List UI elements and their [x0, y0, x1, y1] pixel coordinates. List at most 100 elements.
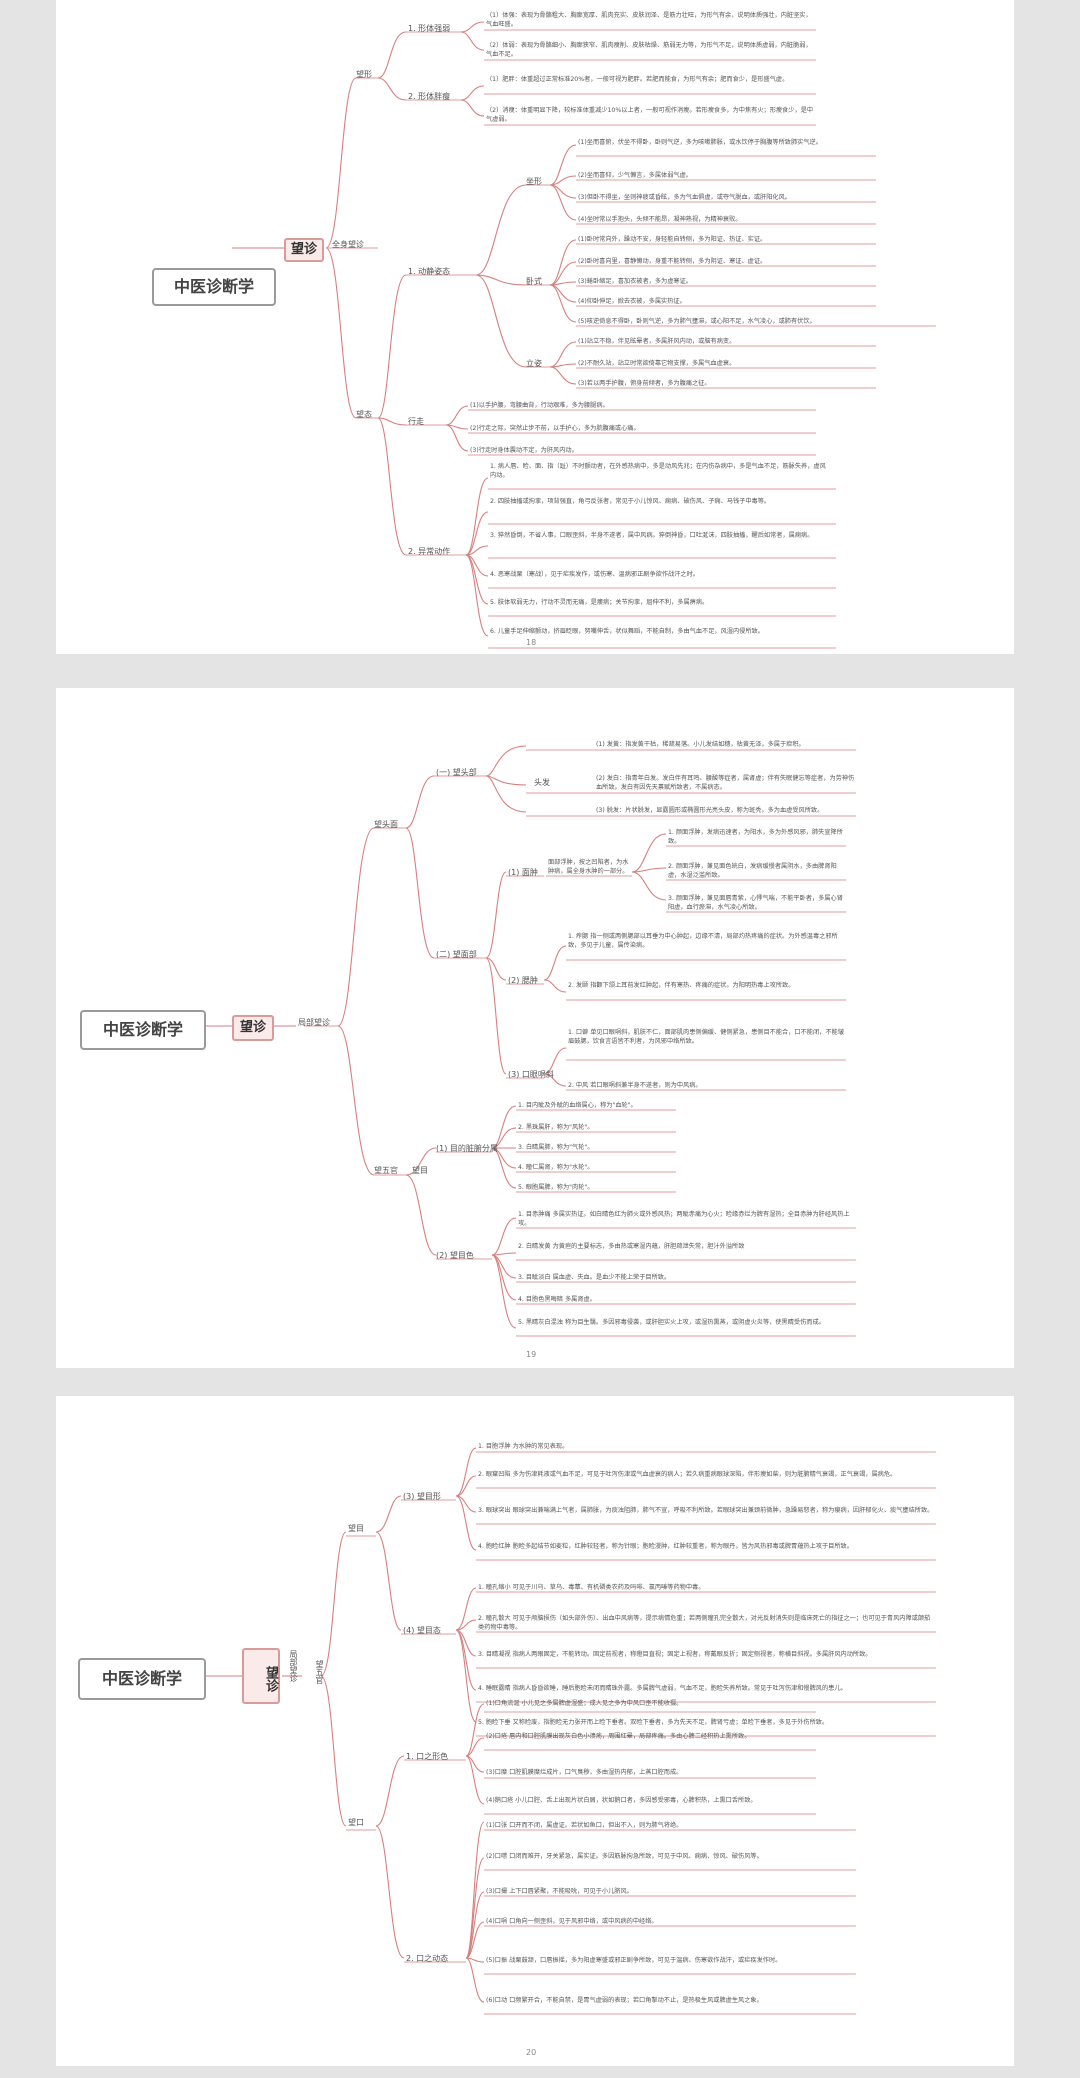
leaf-mb1: 1. 目内眦及外眦的血络属心，称为"血轮"。: [518, 1102, 637, 1109]
leaf-z2: (2)坐而喜仰，少气懒言，多属体弱气虚。: [578, 172, 692, 179]
leaf-kx1: (1)口角流涎 小儿见之多属脾虚湿盛；成人见之多为中风口歪不能收摄。: [486, 1700, 683, 1707]
leaf-ms3: 3. 目眦淡白 属血虚、失血。是血少不能上荣于目所致。: [518, 1274, 671, 1281]
node-mouth: 望口: [348, 1818, 364, 1827]
mindmap-root: 中医诊断学: [80, 1010, 206, 1050]
node-cheek-swelling: (2) 腮肿: [508, 976, 538, 985]
page-18: 中医诊断学 望诊 全身望诊 望形 1. 形体强弱 （1）体强：表现为骨骼粗大、胸…: [56, 0, 1014, 654]
leaf-l1: (1)站立不稳，伴见眩晕者，多属肝风内动，或脑有病变。: [578, 338, 736, 345]
leaf-w4: (4)仰卧伸足，掀去衣被，多属实热证。: [578, 298, 686, 305]
leaf-mb4: 4. 瞳仁属肾，称为"水轮"。: [518, 1164, 594, 1171]
node-eye-organ: (1) 目的脏腑分属: [436, 1144, 498, 1153]
page-number: 20: [526, 2048, 537, 2057]
leaf-ms1: 1. 目赤肿痛 多属实热证。如白睛色红为肺火或外感风热；两眦赤痛为心火；睑缘赤烂…: [518, 1211, 850, 1227]
node-eye: 望目: [348, 1524, 364, 1533]
leaf-kd2: (2)口噤 口闭而难开，牙关紧急，属实证。多因筋脉拘急所致，可见于中风、痫病、惊…: [486, 1853, 763, 1860]
node-xing-strength: 1. 形体强弱: [408, 24, 451, 33]
leaf-y1: 1. 病人唇、睑、面、指（趾）不时颤动者，在外感热病中，多是动风先兆；在内伤杂病…: [490, 463, 826, 479]
leaf-y6: 6. 儿童手足伸缩颤动，挤眉眨眼，努嘴伸舌，状似舞蹈，不能自制，多由气血不足，风…: [490, 628, 764, 635]
leaf-sz2: 2. 发颐 指颧下颌上耳前发红肿起，伴有寒热、疼痛的症状。为阳明热毒上攻所致。: [568, 982, 795, 989]
leaf-mt4: 4. 睡眠露睛 指病人昏昏欲睡，睡后胞睑未闭而睛珠外露。多属脾气虚弱，气血不足，…: [478, 1685, 847, 1692]
leaf-z3: (3)但卧不得坐，坐则神疲或昏眩，多为气血俱虚，或夺气脱血，或肝阳化风。: [578, 194, 791, 201]
leaf-y5: 5. 肢体软弱无力，行动不灵而无痛，是痿病；关节拘挛，屈伸不利，多属痹病。: [490, 599, 709, 606]
node-head-face: 望头面: [374, 820, 398, 829]
mindmap-root: 中医诊断学: [78, 1658, 206, 1700]
leaf-fat: （1）肥胖：体重超过正常标准20%者，一般可视为肥胖。若肥而能食，为形气有余；肥…: [486, 76, 789, 83]
node-wang-tai: 望态: [356, 410, 372, 419]
leaf-x2: (2)行走之际，突然止步不前，以手护心，多为脘腹痛或心痛。: [470, 425, 640, 432]
node-standing: 立姿: [526, 359, 542, 368]
leaf-l3: (3)若以两手护腹，俯身前倾者，多为腹痛之征。: [578, 380, 711, 387]
leaf-w5: (5)咳逆倚息不得卧，卧则气逆，多为肺气壅滞，或心阳不足，水气凌心，或肺有伏饮。: [578, 318, 816, 325]
leaf-l2: (2)不耐久站，站立时常欲倚靠它物支撑，多属气血虚衰。: [578, 360, 736, 367]
mindmap-lines-p3: [206, 1447, 936, 2015]
leaf-kd1: (1)口张 口开而不闭，属虚证。若状如鱼口，但出不入，则为肺气将绝。: [486, 1822, 683, 1829]
node-head: (一) 望头部: [436, 768, 477, 777]
node-abnormal: 2. 异常动作: [408, 547, 451, 556]
node-mouth-motion: 2. 口之动态: [406, 1954, 449, 1963]
mindmap-root: 中医诊断学: [152, 268, 276, 306]
leaf-kyw1: 1. 口僻 单见口眼㖞斜，肌肤不仁，面部肌肉患侧偏缓、健侧紧急，患侧目不能合，口…: [568, 1029, 844, 1045]
leaf-mz-desc: 面部浮肿，按之凹陷者，为水肿病，属全身水肿的一部分。: [548, 859, 629, 875]
leaf-kx3: (3)口糜 口腔肌膜糜烂成片，口气臭秽，多由湿热内郁，上蒸口腔而成。: [486, 1769, 683, 1776]
leaf-kx4: (4)鹅口疮 小儿口腔、舌上出现片状白屑，状如鹅口者，多因感受邪毒，心脾积热，上…: [486, 1797, 757, 1804]
page-number: 19: [526, 1350, 537, 1359]
leaf-y4: 4. 恶寒战栗（寒战），见于疟疾发作，或伤寒、温病邪正剧争欲作战汗之时。: [490, 571, 699, 578]
leaf-ms2: 2. 白睛发黄 为黄疸的主要标志，多由热或寒湿内蕴，肝胆疏泄失常，胆汁外溢所致: [518, 1243, 745, 1250]
leaf-ms5: 5. 黑睛灰白混浊 称为目生翳。多因邪毒侵袭，或肝胆实火上攻，或湿热熏蒸，或阴虚…: [518, 1319, 825, 1326]
node-five-organs: 望五官: [374, 1166, 398, 1175]
leaf-mx1: 1. 目胞浮肿 为水肿的常见表现。: [478, 1443, 569, 1450]
leaf-y3: 3. 猝然昏倒，不省人事，口眼歪斜，半身不遂者，属中风病。猝倒神昏，口吐涎沫，四…: [490, 532, 814, 539]
leaf-mt5: 5. 胞睑下垂 又称睑废，指胞睑无力张开而上睑下垂者。双睑下垂者，多为先天不足，…: [478, 1719, 829, 1726]
page-20: 中医诊断学 望诊 局部望诊 望五官 望目 (3) 望目形 1. 目胞浮肿 为水肿…: [56, 1396, 1014, 2066]
leaf-tf3: (3) 脱发：片状脱发，显露圆形或椭圆形光亮头皮，称为斑秃，多为血虚受风所致。: [596, 807, 824, 814]
leaf-mz2: 2. 颜面浮肿，兼见面色㿠白，发病缓慢者属阴水，多由脾肾阳虚，水湿泛滥所致。: [668, 863, 837, 879]
node-xing-fat: 2. 形体胖瘦: [408, 92, 451, 101]
leaf-w2: (2)卧时喜向里，喜静懒动，身重不能转侧，多为阴证、寒证、虚证。: [578, 258, 767, 265]
leaf-mx4: 4. 胞睑红肿 胞睑多起结节如麦粒，红肿较轻者，称为针眼；胞睑漫肿，红肿较重者，…: [478, 1543, 853, 1550]
node-mouth-eye: (3) 口眼㖞斜: [508, 1070, 554, 1079]
leaf-tf1: (1) 发黄：指发黄干枯，稀疏易落。小儿发结如穗，枯黄无泽，多属于疳积。: [596, 741, 805, 748]
leaf-x3: (3)行走时身体震动不定，为肝风内动。: [470, 447, 578, 454]
leaf-kd4: (4)口㖞 口角向一侧歪斜，见于风邪中络，或中风病的中经络。: [486, 1918, 658, 1925]
leaf-x1: (1)以手护腰，弯腰曲背，行动艰难，多为腰腿病。: [470, 402, 609, 409]
node-sitting: 坐形: [526, 177, 542, 186]
node-five-organs: 望五官: [315, 1660, 324, 1684]
node-face-swelling: (1) 面肿: [508, 868, 538, 877]
leaf-kd5: (5)口振 战栗鼓颔，口唇振摇，多为阳虚寒盛或邪正剧争所致，可见于温病、伤寒欲作…: [486, 1957, 782, 1964]
node-mouth-shape: 1. 口之形色: [406, 1752, 449, 1761]
leaf-w1: (1)卧时常向外，躁动不安，身轻能自转侧，多为阳证、热证、实证。: [578, 236, 767, 243]
leaf-mb2: 2. 黑珠属肝，称为"风轮"。: [518, 1124, 594, 1131]
node-hair: 头发: [534, 778, 550, 787]
leaf-mb3: 3. 白睛属肺，称为"气轮"。: [518, 1144, 594, 1151]
leaf-mx3: 3. 眼球突出 眼球突出兼喘满上气者，属肺胀，为痰浊阻肺，肺气不宣，呼吸不利所致…: [478, 1507, 934, 1514]
node-face: (二) 望面部: [436, 950, 477, 959]
leaf-kd3: (3)口撮 上下口唇紧聚，不能吸吮，可见于小儿脐风。: [486, 1888, 633, 1895]
node-lying: 卧式: [526, 277, 542, 286]
node-eye: 望目: [412, 1166, 428, 1175]
page-19: 中医诊断学 望诊 局部望诊 望头面 (一) 望头部 头发 (1) 发黄：指发黄干…: [56, 688, 1014, 1368]
leaf-w3: (3)蜷卧缩足，喜加衣被者，多为虚寒证。: [578, 278, 692, 285]
leaf-mt3: 3. 目睛凝视 指病人两眼固定，不能转动。固定前视者，称瞪目直视；固定上视者，称…: [478, 1651, 872, 1658]
node-eye-shape: (3) 望目形: [403, 1492, 441, 1501]
page-number: 18: [526, 638, 537, 647]
node-eye-color: (2) 望目色: [436, 1251, 474, 1260]
leaf-mz3: 3. 颜面浮肿，兼见面唇青紫，心悸气喘，不能平卧者，多属心肾阳虚，血行瘀滞，水气…: [668, 895, 843, 911]
node-posture: 1. 动静姿态: [408, 267, 451, 276]
leaf-thin: （2）消瘦：体重明显下降，较标准体重减少10%以上者，一般可视作消瘦。若形瘦食多…: [486, 107, 814, 123]
leaf-z1: (1)坐而喜俯，伏坐不得卧，卧则气逆，多为咳嗽肺胀，或水饮停于胸腹等所致肺实气逆…: [578, 139, 822, 146]
leaf-tf2: (2) 发白：指青年白发。发白伴有耳鸣、腰酸等症者，属肾虚；伴有失眠健忘等症者，…: [596, 775, 855, 791]
mindmap-lines-p2: [206, 745, 856, 1337]
leaf-mz1: 1. 颜面浮肿，发病迅速者，为阳水，多为外感风邪，肺失宣降所致。: [668, 829, 843, 845]
leaf-mt1: 1. 瞳孔缩小 可见于川乌、草乌、毒蕈、有机磷类农药及吗啡、氯丙嗪等药物中毒。: [478, 1584, 705, 1591]
leaf-kd6: (6)口动 口频繁开合，不能自禁，是胃气虚弱的表现；若口角掣动不止，是热极生风或…: [486, 1997, 763, 2004]
leaf-y2: 2. 四肢抽搐或拘挛，项背强直，角弓反张者，常见于小儿惊风、痫病、破伤风、子痫、…: [490, 498, 771, 505]
leaf-mx2: 2. 眼窠凹陷 多为伤津耗液或气血不足，可见于吐泻伤津或气血虚衰的病人；若久病重…: [478, 1471, 897, 1478]
node-local: 局部望诊: [289, 1650, 298, 1682]
leaf-z4: (4)坐时常以手抱头，头倾不能昂，凝神熟视，为精神衰败。: [578, 216, 742, 223]
leaf-sz1: 1. 痄腮 指一侧或两侧腮部以耳垂为中心肿起，边缘不清，局部灼热疼痛的症状。为外…: [568, 933, 838, 949]
mindmap-lines-p1: [232, 21, 936, 649]
leaf-mb5: 5. 眼胞属脾，称为"肉轮"。: [518, 1184, 594, 1191]
leaf-mt2: 2. 瞳孔散大 可见于颅脑损伤（如头部外伤）、出血中风病等，提示病情危重；若两侧…: [478, 1615, 931, 1631]
leaf-weak: （2）体弱：表现为骨骼细小、胸廓狭窄、肌肉瘦削、皮肤枯燥、筋弱无力等，为形气不足…: [486, 42, 812, 58]
leaf-strong: （1）体强：表现为骨骼粗大、胸廓宽厚、肌肉充实、皮肤润泽、是筋力壮旺，为形气有余…: [486, 12, 812, 28]
